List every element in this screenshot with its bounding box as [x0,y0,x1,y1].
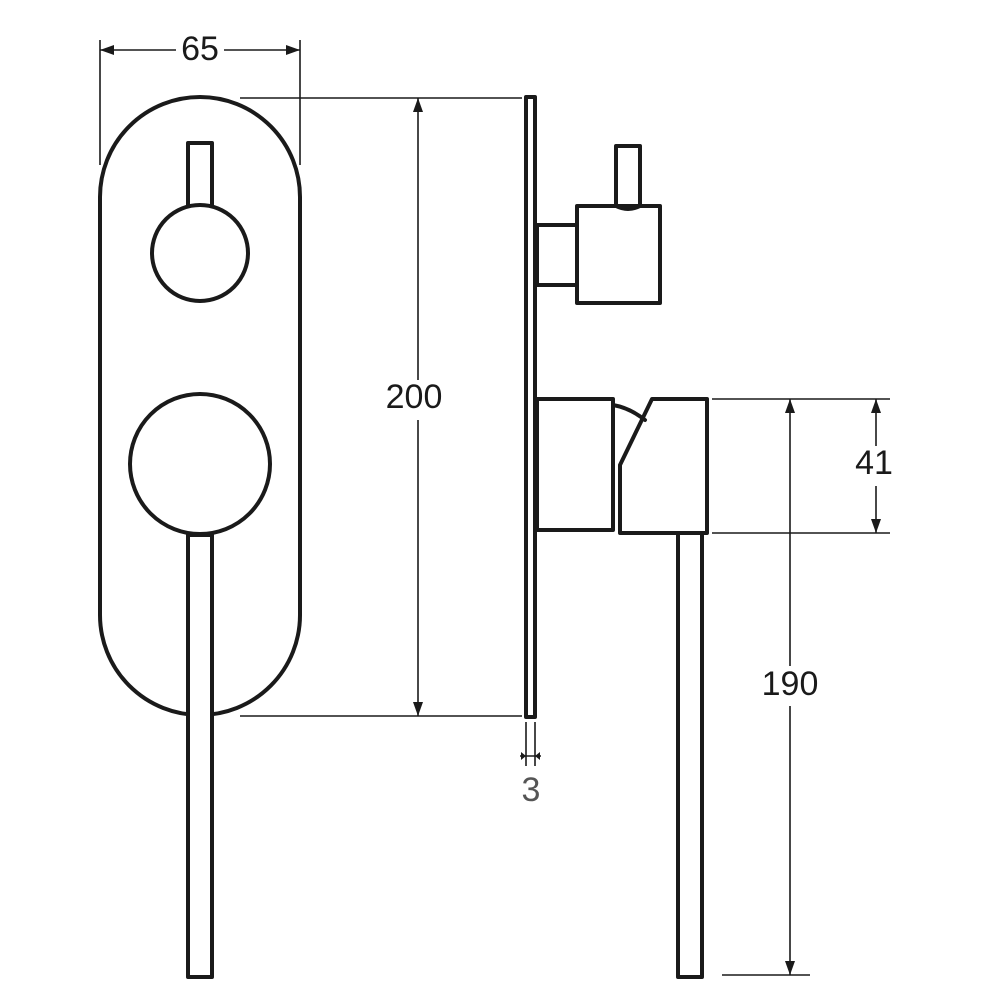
front-view [98,95,302,979]
front-diverter-stem [186,141,214,211]
dimension-width: 65 [99,30,301,165]
side-mixer-handle [618,397,709,535]
side-mixer-lever [676,531,704,979]
dimension-height: 200 [240,97,522,717]
side-wall-plate [524,95,537,719]
dimension-width-label: 65 [181,30,219,68]
dimension-lever-drop: 190 [722,399,825,976]
front-mixer-lever [186,533,214,979]
dimension-plate-thickness-label: 3 [522,771,541,809]
dimension-plate-thickness: 3 [520,722,541,809]
front-diverter-knob [150,203,250,303]
dimension-lever-drop-label: 190 [762,665,819,703]
dimension-body-height: 41 [712,398,906,534]
dimension-height-label: 200 [386,378,443,416]
side-mixer-spindle [535,397,615,532]
side-view [524,95,709,979]
side-diverter-spindle [535,223,579,287]
side-mixer-collar [611,403,647,422]
dimension-body-height-label: 41 [855,444,893,482]
side-diverter-pin [614,144,642,211]
dimensions: 65 200 3 41 [99,30,906,976]
front-mixer-handle [128,392,272,536]
side-diverter-body [575,204,662,305]
